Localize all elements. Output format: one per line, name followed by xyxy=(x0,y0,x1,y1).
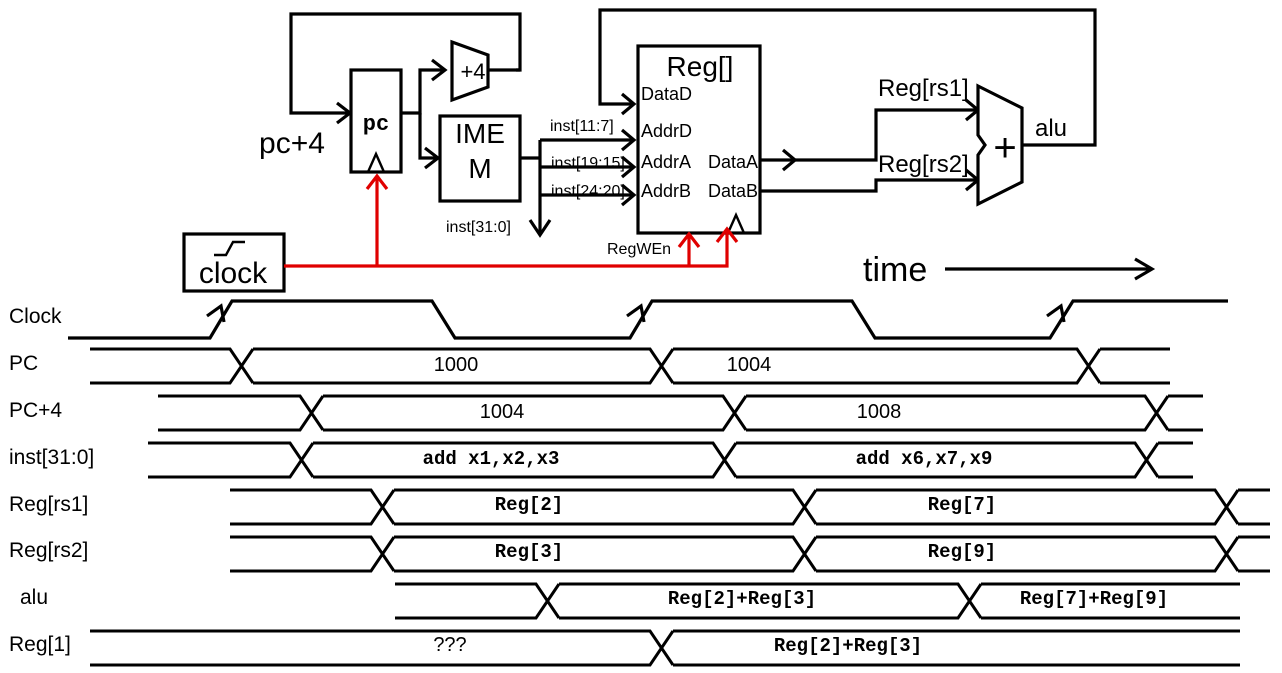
signal-label-pc-plus4: PC+4 xyxy=(9,399,62,422)
bus-value: Reg[2]+Reg[3] xyxy=(668,588,816,610)
inst-24-20-label: inst[24:20] xyxy=(551,183,625,200)
bus-value: Reg[7]+Reg[9] xyxy=(1020,588,1168,610)
port-dataa: DataA xyxy=(708,152,758,172)
regfile-clock-arrowhead xyxy=(715,226,739,243)
rs2-to-alu-wire xyxy=(760,178,978,193)
signal-label-reg-rs1: Reg[rs1] xyxy=(9,493,88,516)
addra-arrowhead xyxy=(620,155,637,179)
circuit-diagram: pc pc+4 +4 IME M inst[11:7] inst[19:15] … xyxy=(182,8,1156,293)
bus-reg-rs2-lines xyxy=(230,535,1270,573)
bus-value: Reg[2]+Reg[3] xyxy=(774,635,922,657)
alu-adder xyxy=(976,83,1024,207)
bus-alu-lines xyxy=(395,582,1240,620)
signal-label-clock: Clock xyxy=(9,305,62,328)
time-label: time xyxy=(863,251,927,289)
instruction-memory xyxy=(438,114,522,203)
bus-value: 1004 xyxy=(480,401,525,423)
bus-inst-lines xyxy=(148,441,1193,479)
bus-value: Reg[7] xyxy=(928,494,996,516)
inst-11-7-label: inst[11:7] xyxy=(550,118,614,135)
regwen-arrowhead xyxy=(677,231,701,248)
pc-label: pc xyxy=(363,112,389,137)
rs1-to-alu-wire xyxy=(795,108,978,162)
signal-label-inst: inst[31:0] xyxy=(9,446,94,469)
reg-file-title: Reg[] xyxy=(667,51,734,82)
pc-to-imem-wire xyxy=(418,113,438,160)
inst-31-0-arrowhead xyxy=(528,219,552,238)
alu-plus-symbol: + xyxy=(993,126,1016,170)
bus-pc-plus4-lines xyxy=(158,394,1203,432)
regwen-label: RegWEn xyxy=(607,241,671,258)
addrb-arrowhead xyxy=(620,183,637,207)
bus-value: add x6,x7,x9 xyxy=(856,448,993,470)
inst-31-0-label: inst[31:0] xyxy=(446,219,511,236)
clock-label: clock xyxy=(199,257,268,290)
bus-reg-rs1-lines xyxy=(230,488,1270,526)
bus-pc: 1000 1004 xyxy=(90,347,1170,385)
clock-edge-icon xyxy=(214,240,245,257)
bus-value: add x1,x2,x3 xyxy=(423,448,560,470)
bus-value: 1000 xyxy=(434,354,479,376)
rs1-label: Reg[rs1] xyxy=(878,75,969,102)
bus-value: Reg[2] xyxy=(495,494,563,516)
bus-reg1: ??? Reg[2]+Reg[3] xyxy=(90,629,1240,667)
bus-value: 1008 xyxy=(857,401,902,423)
timing-diagram: Clock PC PC+4 inst[31:0] Reg[rs1] Reg[rs… xyxy=(9,299,1270,667)
bus-reg-rs2: Reg[3] Reg[9] xyxy=(230,535,1270,573)
bus-alu: Reg[2]+Reg[3] Reg[7]+Reg[9] xyxy=(395,582,1240,620)
imem-input-arrowhead xyxy=(424,146,441,170)
time-arrowhead xyxy=(1134,257,1156,281)
bus-pc-plus4: 1004 1008 xyxy=(158,394,1203,432)
pc-clock-edge-icon xyxy=(366,151,386,173)
bus-value: Reg[9] xyxy=(928,541,996,563)
bus-value: ??? xyxy=(433,634,466,656)
inst-19-15-label: inst[19:15] xyxy=(551,155,625,172)
imem-label-line1: IME xyxy=(455,118,505,149)
signal-label-reg-rs2: Reg[rs2] xyxy=(9,539,88,562)
clock-rise-arrow-3 xyxy=(1046,303,1066,323)
port-addrb: AddrB xyxy=(641,181,691,201)
port-datab: DataB xyxy=(708,181,758,201)
alu-label: alu xyxy=(1035,115,1067,142)
plus4-adder xyxy=(450,39,490,103)
clock-rise-arrow-2 xyxy=(626,303,646,323)
pc-clock-arrowhead xyxy=(365,173,389,190)
bus-reg-rs1: Reg[2] Reg[7] xyxy=(230,488,1270,526)
clock-source xyxy=(182,232,286,293)
pc-to-adder-wire xyxy=(401,68,445,115)
bus-pc-lines xyxy=(90,347,1170,385)
imem-label-line2: M xyxy=(468,153,491,184)
regfile-clock-edge-icon xyxy=(726,212,746,234)
alu-writeback-wire xyxy=(598,8,1097,147)
pc-plus4-label: pc+4 xyxy=(259,127,325,160)
datad-arrowhead xyxy=(620,92,637,116)
port-addrd: AddrD xyxy=(641,121,692,141)
clock-rise-arrow-1 xyxy=(206,303,226,323)
port-datad: DataD xyxy=(641,84,692,104)
bus-value: 1004 xyxy=(727,354,772,376)
port-addra: AddrA xyxy=(641,152,691,172)
clock-distribution-wire xyxy=(284,229,729,268)
signal-label-reg1: Reg[1] xyxy=(9,633,71,656)
signal-label-pc: PC xyxy=(9,352,38,375)
clock-waveform xyxy=(68,299,1228,340)
bus-reg1-lines xyxy=(90,629,1240,667)
bus-value: Reg[3] xyxy=(495,541,563,563)
addrd-arrowhead xyxy=(620,128,637,152)
adder-input-arrowhead xyxy=(431,58,448,82)
plus4-label: +4 xyxy=(460,59,485,84)
signal-label-alu: alu xyxy=(20,586,48,609)
register-file xyxy=(636,44,762,235)
bus-inst: add x1,x2,x3 add x6,x7,x9 xyxy=(148,441,1193,479)
rs2-label: Reg[rs2] xyxy=(878,151,969,178)
